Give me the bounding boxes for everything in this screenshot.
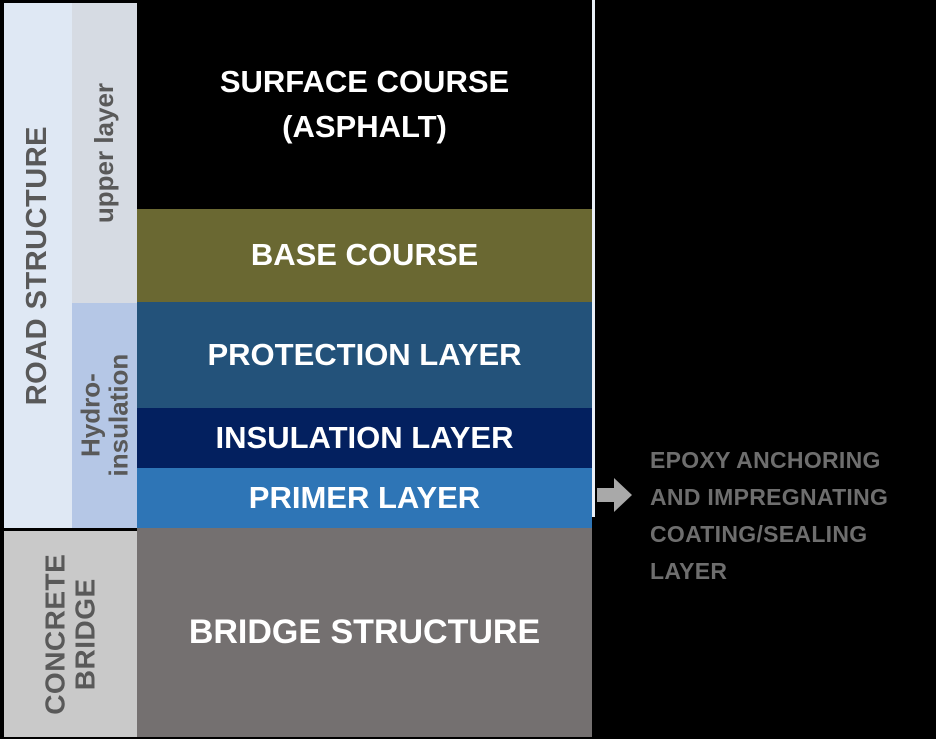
epoxy-coating-annotation: EPOXY ANCHORING AND IMPREGNATING COATING… xyxy=(650,447,889,584)
layer-insulation: INSULATION LAYER xyxy=(137,408,592,468)
upper-layer-label: upper layer xyxy=(89,82,120,224)
concrete-bridge-label: CONCRETE BRIDGE xyxy=(39,553,101,715)
upper-layer-group-column: upper layer xyxy=(72,3,137,303)
layer-bridge-structure: BRIDGE STRUCTURE xyxy=(137,528,592,737)
layer-insulation-label: INSULATION LAYER xyxy=(215,419,514,455)
layer-protection-label: PROTECTION LAYER xyxy=(207,336,522,372)
layer-base-course-label: BASE COURSE xyxy=(250,237,479,273)
hydro-insulation-group-column: Hydro- insulation xyxy=(72,303,137,528)
layers-right-edge-line xyxy=(592,0,595,517)
layer-surface-course-label: SURFACE COURSE (ASPHALT) xyxy=(219,64,510,144)
layer-primer-label: PRIMER LAYER xyxy=(248,479,481,515)
road-structure-label: ROAD STRUCTURE xyxy=(21,125,54,406)
layer-base-course: BASE COURSE xyxy=(137,209,592,302)
concrete-bridge-group-column: CONCRETE BRIDGE xyxy=(4,531,137,737)
road-structure-group-column: ROAD STRUCTURE xyxy=(4,3,72,528)
layer-protection: PROTECTION LAYER xyxy=(137,302,592,408)
right-arrow-icon xyxy=(597,478,632,512)
layer-surface-course: SURFACE COURSE (ASPHALT) xyxy=(137,0,592,209)
layer-bridge-structure-label: BRIDGE STRUCTURE xyxy=(188,613,541,652)
layer-primer: PRIMER LAYER xyxy=(137,468,592,528)
hydro-insulation-label: Hydro- insulation xyxy=(75,354,134,477)
